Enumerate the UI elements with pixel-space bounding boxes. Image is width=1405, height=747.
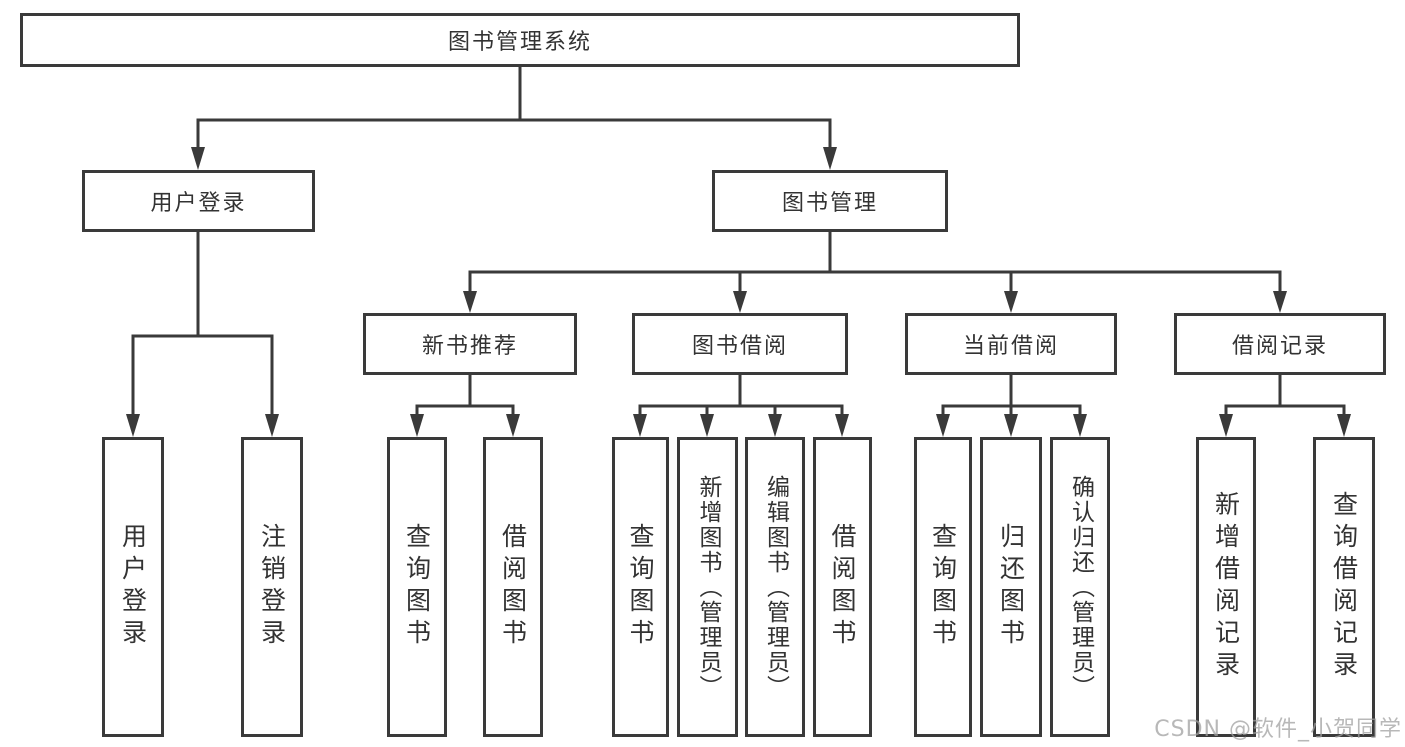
branch-label: 当前借阅 [962, 334, 1059, 359]
branch-box-book-management: 图书管理 [712, 170, 948, 232]
branch-box-current-borrowing: 当前借阅 [905, 313, 1117, 375]
csdn-watermark: CSDN @软件_小贺同学 [1154, 717, 1402, 742]
branch-label: 图书管理 [781, 191, 878, 216]
leaf-label: 查询图书 [402, 523, 432, 651]
leaf-box-return-books: 归还图书 [980, 437, 1042, 737]
leaf-box-query-books-recommend: 查询图书 [387, 437, 447, 737]
branch-label: 新书推荐 [421, 334, 518, 359]
branch-label: 图书借阅 [691, 334, 788, 359]
root-box-library-system: 图书管理系统 [20, 13, 1020, 67]
leaf-label: 查询借阅记录 [1329, 491, 1359, 683]
leaf-label: 注销登录 [257, 523, 287, 651]
leaf-label: 编辑图书（管理员） [762, 474, 789, 700]
leaf-box-logout: 注销登录 [241, 437, 303, 737]
branch-box-new-book-recommend: 新书推荐 [363, 313, 577, 375]
leaf-box-query-borrow-record: 查询借阅记录 [1313, 437, 1375, 737]
leaf-label: 归还图书 [996, 523, 1026, 651]
leaf-box-confirm-return-admin: 确认归还（管理员） [1050, 437, 1110, 737]
branch-box-book-borrowing: 图书借阅 [632, 313, 848, 375]
leaf-label: 新增借阅记录 [1211, 491, 1241, 683]
leaf-box-edit-book-admin: 编辑图书（管理员） [745, 437, 805, 737]
branch-label: 用户登录 [150, 191, 247, 216]
leaf-label: 用户登录 [118, 523, 148, 651]
leaf-label: 查询图书 [928, 523, 958, 651]
root-label: 图书管理系统 [447, 30, 592, 55]
leaf-box-borrow-books: 借阅图书 [813, 437, 872, 737]
leaf-label: 新增图书（管理员） [695, 474, 721, 700]
branch-box-user-login: 用户登录 [82, 170, 315, 232]
leaf-box-borrow-books-recommend: 借阅图书 [483, 437, 543, 737]
leaf-label: 借阅图书 [498, 523, 528, 651]
leaf-label: 借阅图书 [828, 523, 857, 651]
leaf-box-add-borrow-record: 新增借阅记录 [1196, 437, 1256, 737]
leaf-label: 确认归还（管理员） [1067, 474, 1094, 700]
branch-label: 借阅记录 [1231, 334, 1328, 359]
leaf-box-query-books-borrowing: 查询图书 [612, 437, 669, 737]
branch-box-borrowing-records: 借阅记录 [1174, 313, 1386, 375]
leaf-box-user-login: 用户登录 [102, 437, 164, 737]
leaf-box-query-books-current: 查询图书 [914, 437, 972, 737]
leaf-box-add-book-admin: 新增图书（管理员） [677, 437, 738, 737]
leaf-label: 查询图书 [626, 523, 655, 651]
